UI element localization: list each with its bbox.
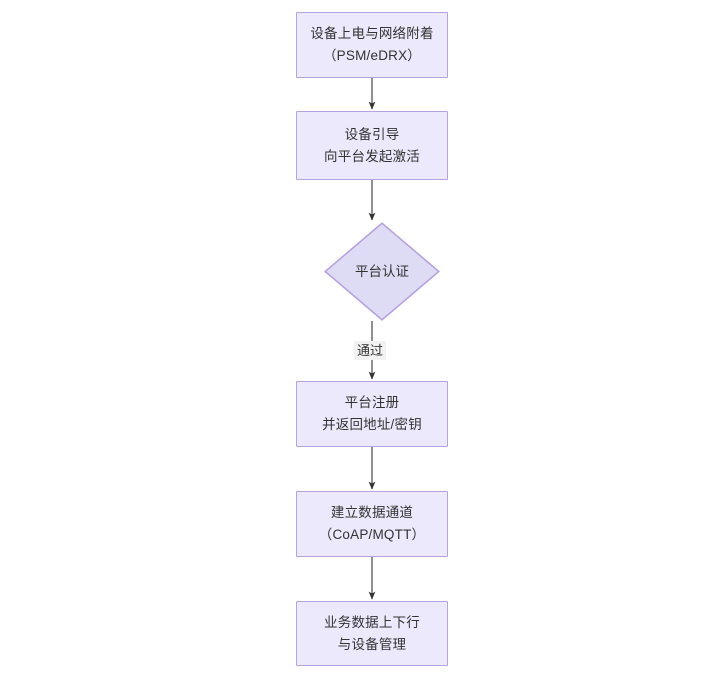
node-label: 建立数据通道 （CoAP/MQTT） — [318, 505, 426, 542]
node-platform-registration[interactable]: 平台注册 并返回地址/密钥 — [296, 381, 448, 447]
diamond-shape — [324, 222, 440, 321]
node-label: 业务数据上下行 与设备管理 — [324, 614, 420, 652]
node-label: 设备引导 向平台发起激活 — [324, 126, 420, 164]
edge-label-pass: 通过 — [354, 341, 387, 360]
node-device-power-on[interactable]: 设备上电与网络附着 （PSM/eDRX） — [296, 12, 448, 78]
node-establish-data-channel[interactable]: 建立数据通道 （CoAP/MQTT） — [296, 491, 448, 557]
node-device-bootstrap[interactable]: 设备引导 向平台发起激活 — [296, 111, 448, 180]
node-label: 平台注册 并返回地址/密钥 — [322, 395, 422, 432]
node-label: 设备上电与网络附着 （PSM/eDRX） — [310, 26, 434, 63]
node-business-data-and-device-management[interactable]: 业务数据上下行 与设备管理 — [296, 601, 448, 666]
node-label: 平台认证 — [355, 263, 409, 279]
node-platform-authentication[interactable]: 平台认证 — [324, 222, 440, 321]
